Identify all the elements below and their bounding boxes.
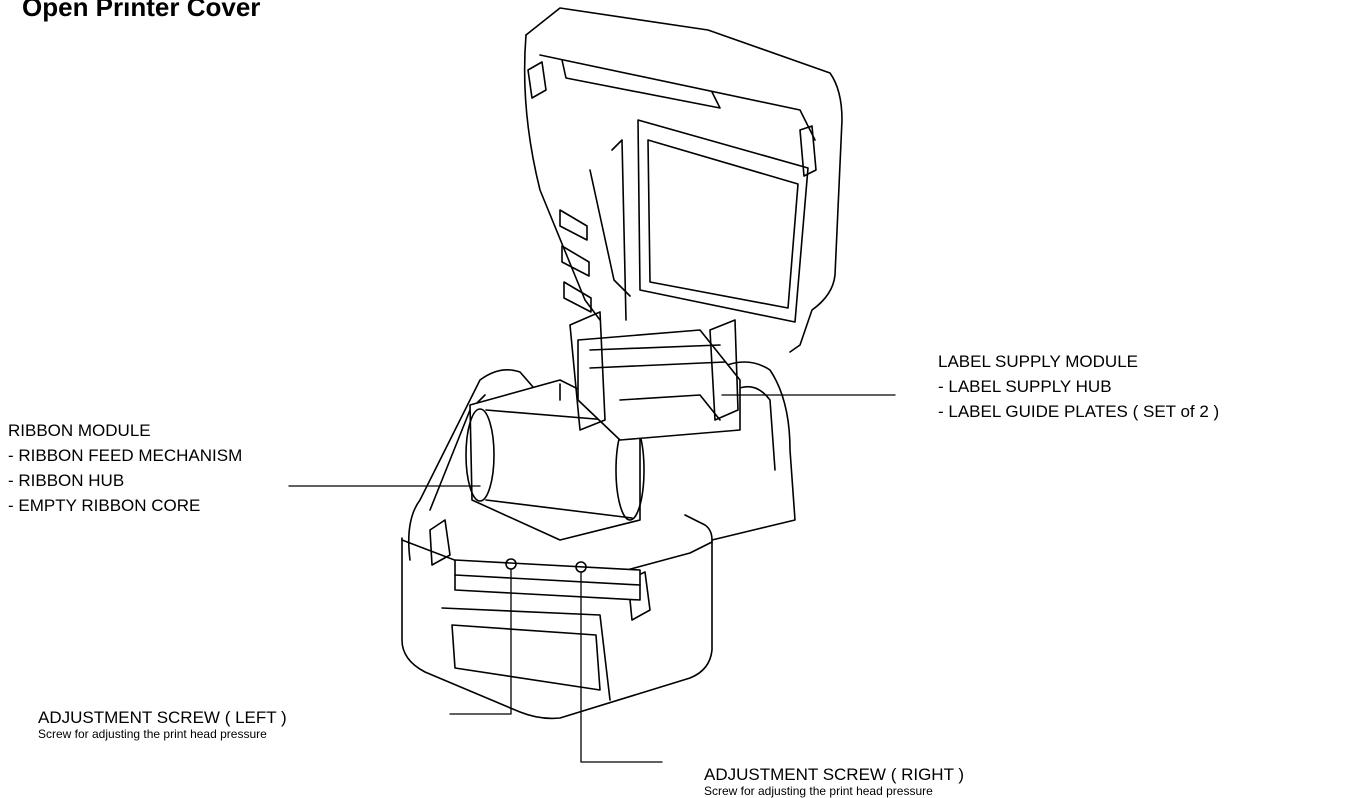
adjustment-screw-right-callout: ADJUSTMENT SCREW ( RIGHT ) Screw for adj…	[704, 766, 964, 797]
page-title: Open Printer Cover	[22, 0, 261, 22]
print-head-area	[454, 558, 641, 601]
label-supply-assembly	[569, 311, 741, 441]
adjustment-screw-left-description: Screw for adjusting the print head press…	[38, 727, 267, 741]
ribbon-module-item: - RIBBON FEED MECHANISM	[8, 446, 243, 465]
adjustment-screw-right-description: Screw for adjusting the print head press…	[704, 784, 933, 798]
label-supply-callout: LABEL SUPPLY MODULE - LABEL SUPPLY HUB -…	[938, 349, 1219, 424]
label-supply-heading: LABEL SUPPLY MODULE	[938, 352, 1138, 371]
label-supply-item: - LABEL GUIDE PLATES ( SET of 2 )	[938, 402, 1220, 421]
adjustment-screw-left-callout: ADJUSTMENT SCREW ( LEFT ) Screw for adju…	[38, 709, 287, 740]
printer-cover	[523, 7, 843, 353]
screw-left-leader-line	[449, 569, 512, 715]
ribbon-module-item: - EMPTY RIBBON CORE	[8, 496, 201, 515]
ribbon-module-item: - RIBBON HUB	[8, 471, 125, 490]
label-supply-item: - LABEL SUPPLY HUB	[938, 377, 1112, 396]
adjustment-screw-right-heading: ADJUSTMENT SCREW ( RIGHT )	[704, 765, 965, 784]
ribbon-module-callout: RIBBON MODULE - RIBBON FEED MECHANISM - …	[8, 418, 242, 518]
ribbon-module-heading: RIBBON MODULE	[8, 421, 151, 440]
screw-right-leader-line	[580, 572, 663, 763]
adjustment-screw-left-heading: ADJUSTMENT SCREW ( LEFT )	[38, 708, 287, 727]
ribbon-roll	[465, 379, 645, 541]
